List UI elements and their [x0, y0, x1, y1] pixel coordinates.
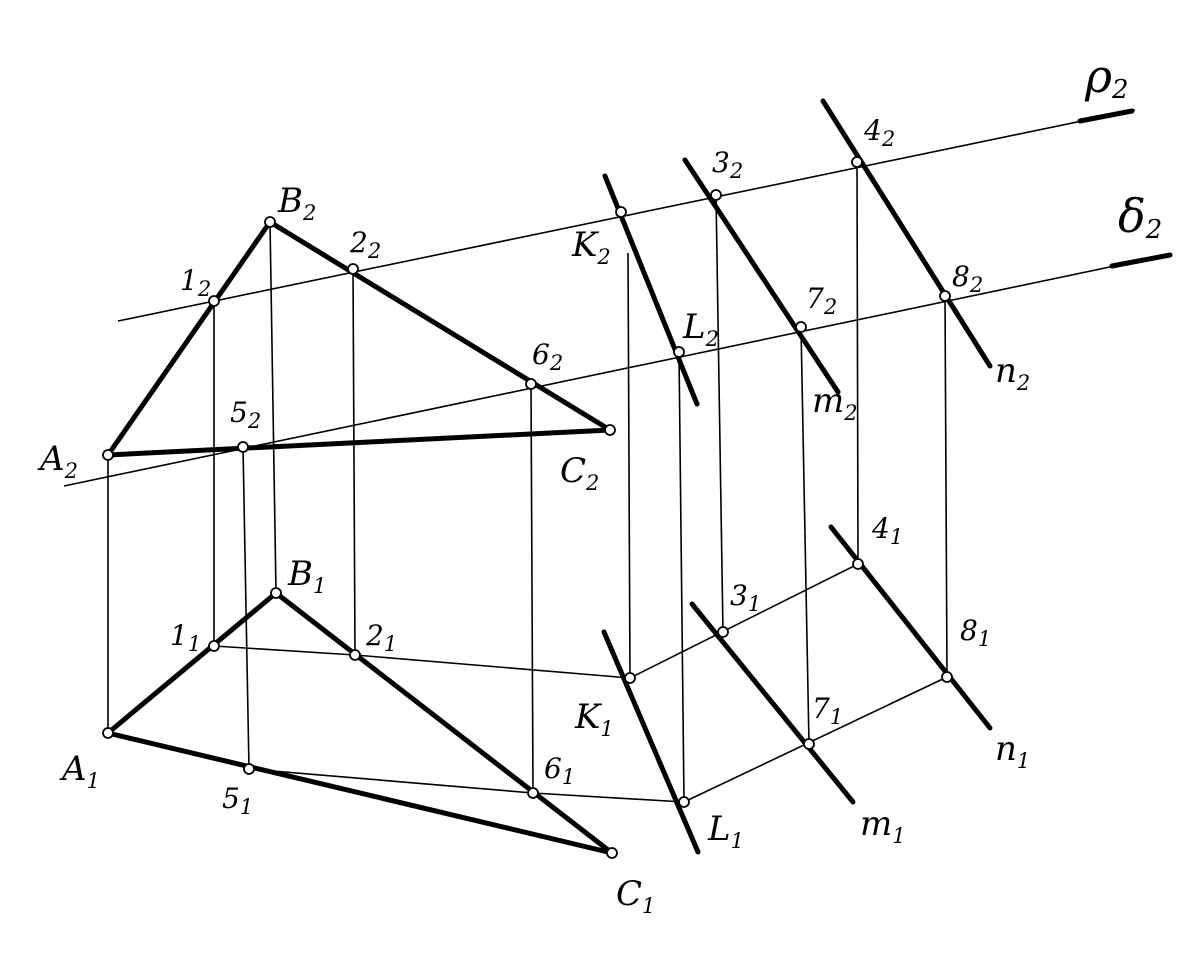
point-A2 [102, 449, 114, 461]
label-1-1: 11 [170, 619, 201, 656]
label-L1: L1 [707, 809, 744, 853]
label-C1: C1 [616, 874, 655, 918]
section-5-6-L [248, 768, 685, 803]
line-m1 [689, 601, 856, 805]
point-7-1 [803, 738, 815, 750]
section-1-2-K [213, 645, 631, 679]
link-4 [856, 161, 859, 565]
link-8 [944, 295, 948, 678]
point-markers [102, 156, 953, 859]
label-5-1: 51 [222, 782, 253, 819]
point-C1 [606, 847, 618, 859]
link-B [269, 221, 277, 594]
point-4-1 [852, 558, 864, 570]
point-6-1 [527, 787, 539, 799]
point-7-2 [795, 321, 807, 333]
edge-B1-C1 [273, 590, 615, 856]
label-n1: n1 [995, 729, 1030, 773]
label-5-2: 52 [230, 396, 261, 433]
point-1-2 [208, 295, 220, 307]
section-K1-4 [629, 563, 859, 679]
label-7-1: 71 [812, 692, 843, 729]
label-L2: L2 [682, 307, 719, 351]
projection-link-lines [107, 161, 948, 803]
label-A1: A1 [59, 749, 100, 793]
point-A1 [102, 727, 114, 739]
point-3-1 [717, 626, 729, 638]
label-2-2: 22 [349, 226, 381, 263]
label-7-2: 72 [806, 282, 837, 319]
point-labels: A2 B2 C2 12 22 52 62 K2 32 42 L2 72 82 m… [37, 49, 1162, 918]
link-5 [242, 446, 250, 770]
link-6 [530, 383, 534, 794]
point-2-1 [349, 649, 361, 661]
point-L1 [678, 796, 690, 808]
edge-B2-C2 [267, 219, 613, 433]
label-2-1: 21 [365, 619, 397, 656]
point-L2 [673, 346, 685, 358]
link-K [627, 252, 631, 679]
label-rho2: ρ2 [1084, 49, 1129, 105]
link-L [678, 351, 685, 803]
link-7 [800, 326, 810, 745]
point-K1 [624, 672, 636, 684]
label-8-2: 82 [952, 260, 983, 297]
link-3 [715, 194, 724, 633]
edge-A2-B2 [105, 219, 273, 458]
rho2-trace-end [1077, 108, 1135, 124]
triangle-frontal-projection [105, 219, 613, 458]
line-m2 [682, 157, 841, 395]
section-lines-horizontal [213, 563, 948, 803]
label-K2: K2 [571, 225, 611, 269]
label-delta2: δ2 [1118, 189, 1162, 245]
point-3-2 [710, 189, 722, 201]
point-K2 [615, 206, 627, 218]
line-kl1 [601, 629, 701, 855]
label-8-1: 81 [960, 614, 991, 651]
section-L1-8 [683, 676, 948, 803]
label-K1: K1 [574, 697, 614, 741]
point-8-2 [939, 290, 951, 302]
point-4-2 [851, 156, 863, 168]
label-1-2: 12 [180, 264, 211, 301]
point-5-1 [243, 763, 255, 775]
label-A2: A2 [37, 439, 78, 483]
point-B2 [264, 216, 276, 228]
line-n2 [820, 98, 993, 369]
edge-A1-C1 [105, 730, 615, 856]
delta2-trace-end [1109, 252, 1173, 269]
edge-A2-C2 [105, 427, 613, 458]
label-C2: C2 [560, 451, 599, 495]
label-B1: B1 [287, 554, 326, 598]
link-2 [352, 268, 356, 656]
label-n2: n2 [995, 351, 1030, 395]
point-2-2 [347, 263, 359, 275]
point-B1 [270, 587, 282, 599]
label-m2: m2 [812, 381, 858, 425]
triangle-horizontal-projection [105, 590, 615, 856]
point-8-1 [941, 671, 953, 683]
label-6-1: 61 [544, 752, 575, 789]
label-3-2: 32 [712, 146, 743, 183]
label-4-1: 41 [871, 512, 903, 549]
label-B2: B2 [277, 181, 316, 225]
point-5-2 [237, 441, 249, 453]
label-6-2: 62 [532, 338, 563, 375]
label-m1: m1 [860, 804, 906, 848]
label-4-2: 42 [863, 114, 895, 151]
rho2-plane-trace [117, 109, 1136, 322]
point-6-2 [525, 378, 537, 390]
point-1-1 [208, 640, 220, 652]
point-C2 [604, 424, 616, 436]
label-3-1: 31 [730, 579, 761, 616]
edge-A1-B1 [105, 590, 279, 736]
